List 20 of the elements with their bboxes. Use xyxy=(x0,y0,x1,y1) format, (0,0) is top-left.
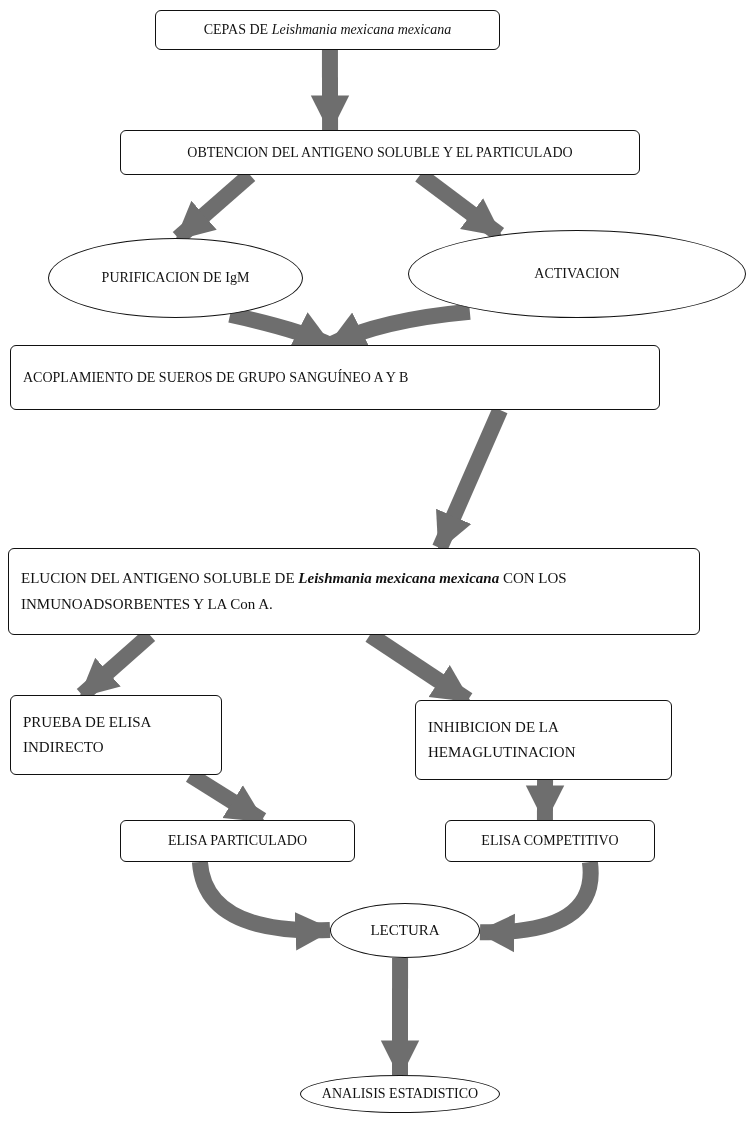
node-text: OBTENCION DEL ANTIGENO SOLUBLE Y EL PARTICULADO xyxy=(187,143,573,162)
node-text: PRUEBA DE ELISA INDIRECTO xyxy=(23,712,152,757)
process-box xyxy=(445,820,655,862)
process-box xyxy=(10,345,660,410)
process-box xyxy=(415,700,672,780)
process-box xyxy=(10,695,222,775)
process-box xyxy=(120,130,640,175)
node-text: ELISA PARTICULADO xyxy=(167,832,307,851)
node-text: ELISA COMPETITIVO xyxy=(481,832,619,851)
node-text: ACOPLAMIENTO DE SUEROS DE GRUPO SANGUÍNEO A Y B xyxy=(23,368,409,387)
node-text: ACTIVACION xyxy=(534,265,620,284)
process-box xyxy=(120,820,355,862)
node-text: INHIBICION DE LA HEMAGLUTINACION xyxy=(428,717,577,762)
node-text: PURIFICACION DE IgM xyxy=(101,269,250,288)
node-text: LECTURA xyxy=(370,920,440,940)
node-text: ELUCION DEL ANTIGENO SOLUBLE DE Leishmania mexicana mexicana CON LOS INMUNOADSORBENTES Y LA Con A. xyxy=(21,569,568,614)
node-text: CEPAS DE Leishmania mexicana mexicana xyxy=(203,21,452,40)
process-box xyxy=(8,548,700,635)
process-box xyxy=(155,10,500,50)
node-text: ANALISIS ESTADISTICO xyxy=(321,1085,479,1104)
